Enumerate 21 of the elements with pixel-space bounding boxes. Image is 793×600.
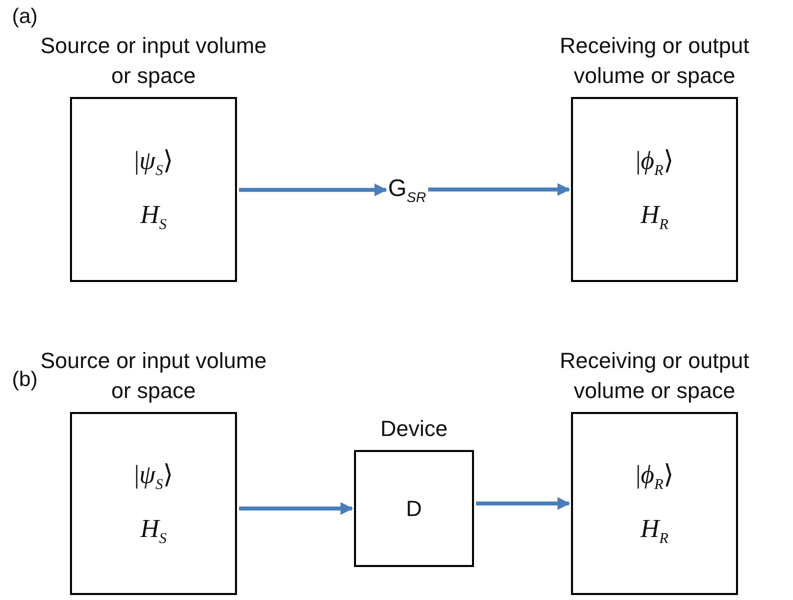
box-heading: Receiving or output volume or space — [558, 347, 750, 405]
device-symbol: D — [406, 496, 422, 522]
box-heading: Source or input volume or space — [39, 347, 268, 405]
panel-label: (a) — [12, 5, 38, 29]
operator-symbol: G$_{SR}$ — [388, 175, 426, 205]
hilbert-space-symbol: H$_{R}$ — [640, 200, 668, 234]
arrow — [476, 497, 570, 510]
arrow — [239, 502, 354, 515]
hilbert-space-symbol: H$_{S}$ — [140, 200, 167, 234]
box-heading: Receiving or output volume or space — [558, 32, 750, 90]
state-ket: |ψ$_{S}$⟩ — [134, 144, 173, 180]
arrow — [239, 184, 388, 196]
hilbert-space-symbol: H$_{R}$ — [640, 514, 668, 548]
hilbert-space-symbol: H$_{S}$ — [140, 514, 167, 548]
arrow — [428, 183, 570, 196]
state-ket: |ψ$_{S}$⟩ — [134, 458, 173, 494]
panel-label: (b) — [12, 368, 38, 392]
box-heading: Source or input volume or space — [39, 32, 268, 90]
state-ket: |ϕ$_{R}$⟩ — [636, 458, 674, 494]
box-heading: Device — [379, 415, 449, 443]
state-ket: |ϕ$_{R}$⟩ — [636, 144, 674, 180]
